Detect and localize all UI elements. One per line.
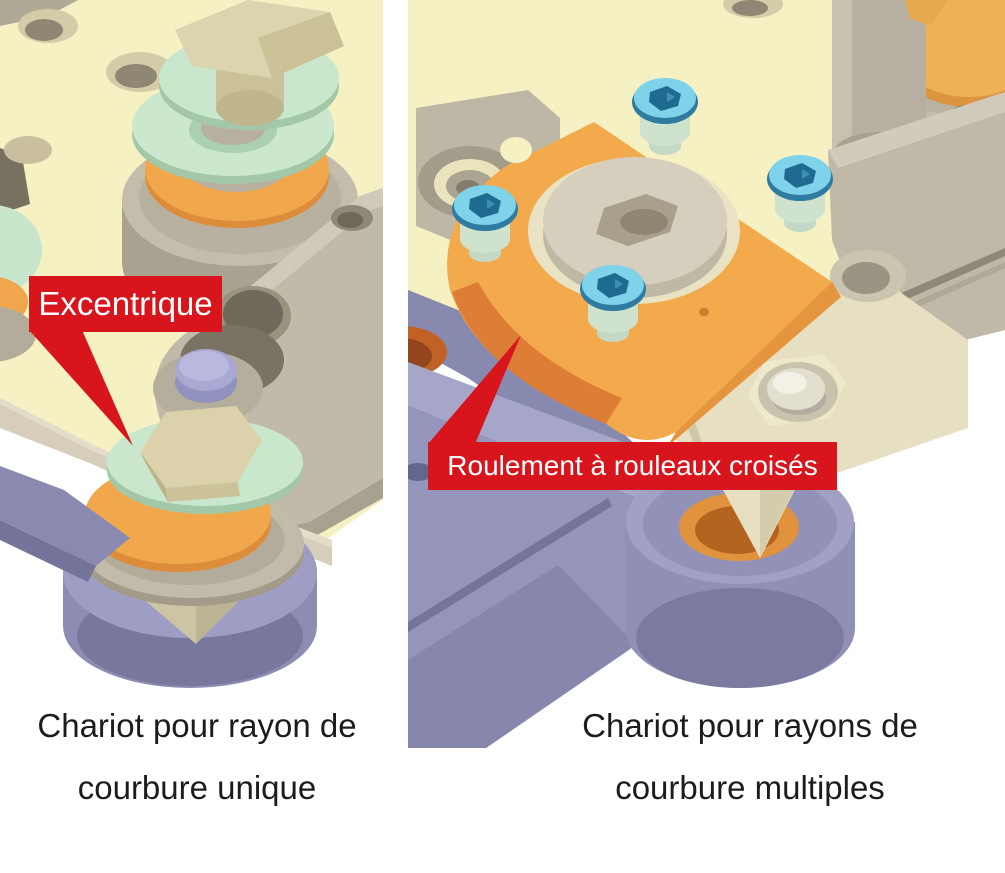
left-edge-parts: [0, 136, 52, 362]
hex-bolt-head: [175, 0, 344, 78]
callout-arrow-left: [29, 330, 133, 446]
socket-screw: [767, 155, 833, 232]
caption-line-1: Chariot pour rayons de: [582, 707, 918, 744]
panel-multiple-radius: Roulement à rouleaux croisés Chariot pou…: [408, 0, 1005, 873]
socket-screw: [452, 185, 518, 262]
socket-screws: [452, 78, 833, 342]
v-roller-right: [625, 460, 855, 688]
caption-line-2: courbure multiples: [615, 769, 885, 806]
caption-line-2: courbure unique: [77, 769, 317, 806]
callout-roulement: Roulement à rouleaux croisés: [428, 442, 837, 490]
crossed-roller-bearing-edge: [452, 282, 622, 424]
rail-block-left-panel: [0, 466, 130, 582]
socket-screw: [632, 78, 698, 155]
eccentric-stack: [63, 349, 317, 688]
callout-arrow-right: [428, 335, 521, 444]
panel-single-radius: Excentrique Chariot pour rayon de courbu…: [0, 0, 383, 873]
callout-excentrique: Excentrique: [29, 276, 222, 332]
caption-single-radius: Chariot pour rayon de courbure unique: [4, 695, 390, 819]
caption-multiple-radius: Chariot pour rayons de courbure multiple…: [470, 695, 1005, 819]
hex-nut: [140, 406, 262, 502]
render-single-radius: [0, 0, 383, 688]
render-multiple-radius: [408, 0, 1005, 748]
socket-screw: [580, 265, 646, 342]
bearing-plate: [447, 122, 841, 447]
caption-line-1: Chariot pour rayon de: [37, 707, 357, 744]
